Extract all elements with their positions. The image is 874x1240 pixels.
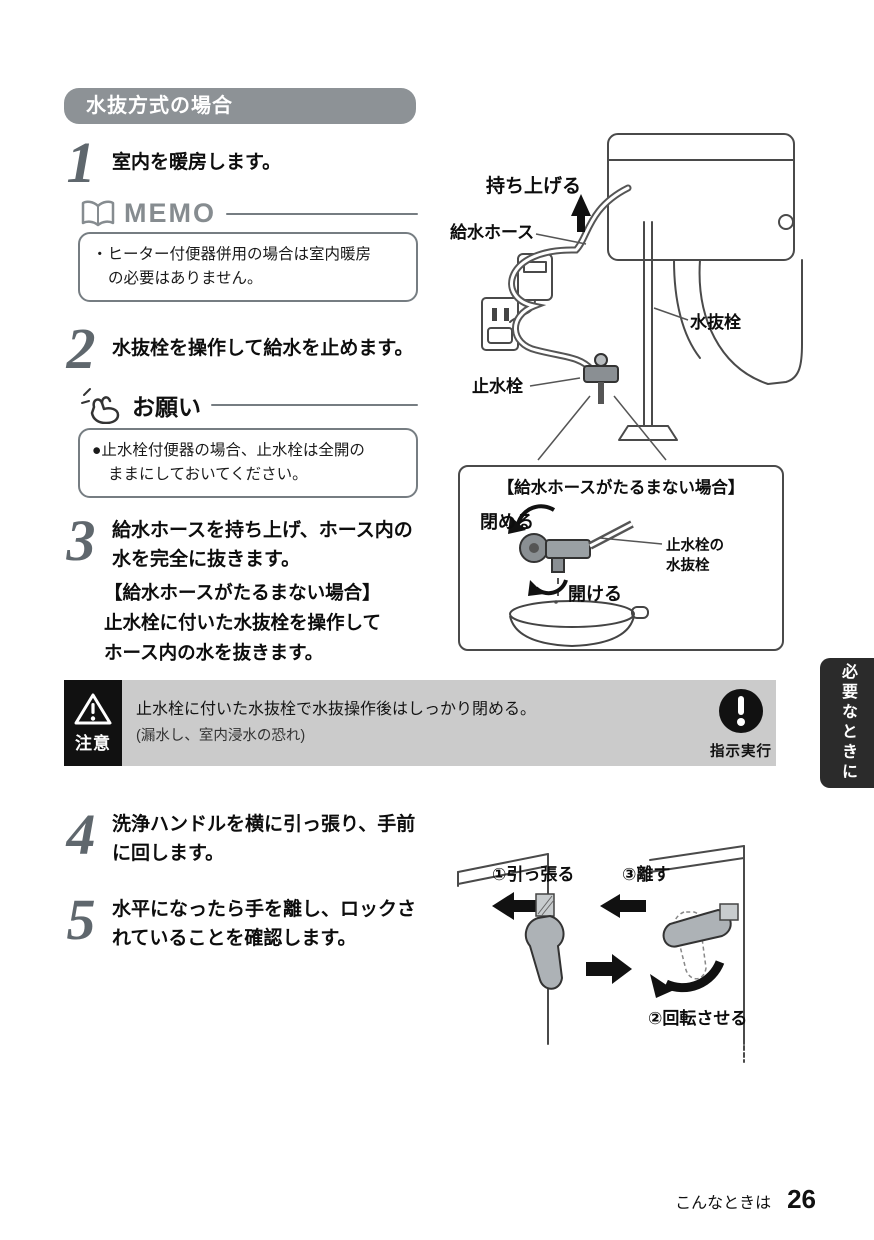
open-arrow [528, 580, 544, 596]
onegai-rule [211, 404, 418, 406]
label-open: 開ける [568, 584, 622, 604]
toilet-bowl [698, 259, 803, 385]
page-number: 26 [787, 1184, 816, 1214]
label-rotate: ②回転させる [648, 1008, 747, 1028]
water-drain-diagram: 持ち上げる 給水ホース 水抜栓 止水栓 [450, 133, 803, 461]
step-3-text-2: 水を完全に抜きます。 [112, 549, 301, 570]
step-4: 4 洗浄ハンドルを横に引っ張り、手前 に回します。 [58, 802, 416, 868]
hose-callout-box: 【給水ホースがたるまない場合】 閉める [458, 465, 784, 651]
flush-handle-vertical [524, 914, 565, 990]
label-lift: 持ち上げる [486, 174, 581, 197]
onegai-box: ●止水栓付便器の場合、止水栓は全開の ままにしておいてください。 [78, 428, 418, 499]
floor-flange [618, 425, 678, 441]
memo-rule [226, 212, 418, 215]
onegai-line-2: ままにしておいてください。 [108, 466, 308, 484]
step-3-sub-3: ホース内の水を抜きます。 [104, 642, 324, 663]
memo-title-row: MEMO [80, 198, 418, 229]
step-5-text-1: 水平になったら手を離し、ロックさ [112, 899, 417, 920]
caution-bar: 注意 止水栓に付いた水抜栓で水抜操作後はしっかり閉める。 (漏水し、室内浸水の恐… [64, 680, 776, 766]
callout-title: 【給水ホースがたるまない場合】 [497, 479, 745, 497]
label-pull: ①引っ張る [492, 865, 574, 884]
step-5-number: 5 [66, 887, 96, 952]
release-arrow [600, 894, 620, 918]
caution-line-2: (漏水し、室内浸水の恐れ) [136, 728, 306, 744]
power-plug [487, 327, 513, 344]
hand-icon [81, 388, 120, 424]
step-1-text: 室内を暖房します。 [112, 152, 282, 173]
catch-bowl [509, 600, 635, 628]
step-1: 1 室内を暖房します。 [58, 130, 282, 195]
warning-triangle-icon [74, 693, 112, 725]
step-3-number: 3 [66, 508, 96, 573]
side-tab-label: 必要なときに [839, 663, 856, 783]
supply-hose [508, 184, 632, 374]
label-supply-hose: 給水ホース [450, 222, 534, 242]
caution-line-1: 止水栓に付いた水抜栓で水抜操作後はしっかり閉める。 [136, 701, 537, 718]
label-stop-valve: 止水栓 [472, 376, 523, 396]
step-3-sub-1: 【給水ホースがたるまない場合】 [104, 582, 381, 603]
label-drain-valve: 水抜栓 [690, 312, 741, 332]
step-1-number: 1 [66, 130, 96, 195]
step-3-sub-2: 止水栓に付いた水抜栓を操作して [104, 612, 381, 633]
label-stopvalve-drain-2: 水抜栓 [666, 556, 710, 574]
label-stopvalve-drain-1: 止水栓の [666, 536, 724, 554]
step-5-text-2: れていることを確認します。 [112, 928, 357, 949]
valve-spout [551, 557, 565, 573]
label-close: 閉める [480, 512, 534, 532]
memo-line-2: の必要はありません。 [108, 270, 263, 288]
stop-valve-body [583, 365, 619, 383]
toilet-tank [607, 133, 795, 261]
caution-label: 注意 [75, 734, 111, 753]
memo-title: MEMO [124, 198, 216, 228]
step-2-number: 2 [66, 316, 96, 381]
stop-valve-drain-diagram: 閉める 開ける 止水栓の 水抜栓 [480, 504, 724, 648]
onegai-line-1: ●止水栓付便器の場合、止水栓は全開の [92, 442, 365, 459]
section-header: 水抜方式の場合 [64, 88, 416, 124]
lift-arrow [571, 194, 591, 216]
caution-text: 止水栓に付いた水抜栓で水抜操作後はしっかり閉める。 (漏水し、室内浸水の恐れ) [136, 695, 536, 745]
mandatory-circle-icon [719, 689, 763, 733]
step-4-text-1: 洗浄ハンドルを横に引っ張り、手前 [112, 814, 416, 835]
memo-line-1: ・ヒーター付便器併用の場合は室内暖房 [92, 246, 372, 263]
step-2: 2 水抜栓を操作して給水を止めます。 [58, 320, 414, 378]
close-arrow [508, 516, 526, 534]
step-3-text-1: 給水ホースを持ち上げ、ホース内の [112, 520, 413, 541]
tank-button [778, 214, 794, 230]
mandatory-label: 指示実行 [710, 744, 772, 760]
rotate-arrow [650, 974, 674, 998]
caution-sign: 注意 [64, 680, 122, 766]
memo-book-icon [81, 200, 115, 226]
step-5: 5 水平になったら手を離し、ロックさ れていることを確認します。 [58, 887, 417, 953]
handle-operation-diagram: ①引っ張る ③離す ②回転させる [457, 845, 747, 1063]
step-3-sub: 【給水ホースがたるまない場合】 止水栓に付いた水抜栓を操作して ホース内の水を抜… [104, 578, 381, 668]
valve-body [545, 539, 591, 559]
step-4-text-2: に回します。 [112, 843, 225, 864]
step-3: 3 給水ホースを持ち上げ、ホース内の 水を完全に抜きます。 [58, 512, 413, 574]
step-4-number: 4 [66, 802, 96, 867]
pull-arrow [492, 892, 514, 920]
label-release: ③離す [622, 864, 670, 884]
side-tab-necessary-times: 必要なときに [820, 658, 874, 788]
mandatory-badge: 指示実行 [708, 688, 774, 761]
step-2-text: 水抜栓を操作して給水を止めます。 [112, 338, 414, 359]
onegai-title-row: お願い [80, 386, 418, 424]
page-footer: こんなときは 26 [580, 1184, 816, 1215]
next-step-arrow [612, 954, 632, 984]
footer-section-label: こんなときは [675, 1195, 772, 1212]
onegai-title: お願い [132, 394, 201, 420]
memo-box: ・ヒーター付便器併用の場合は室内暖房 の必要はありません。 [78, 232, 418, 303]
